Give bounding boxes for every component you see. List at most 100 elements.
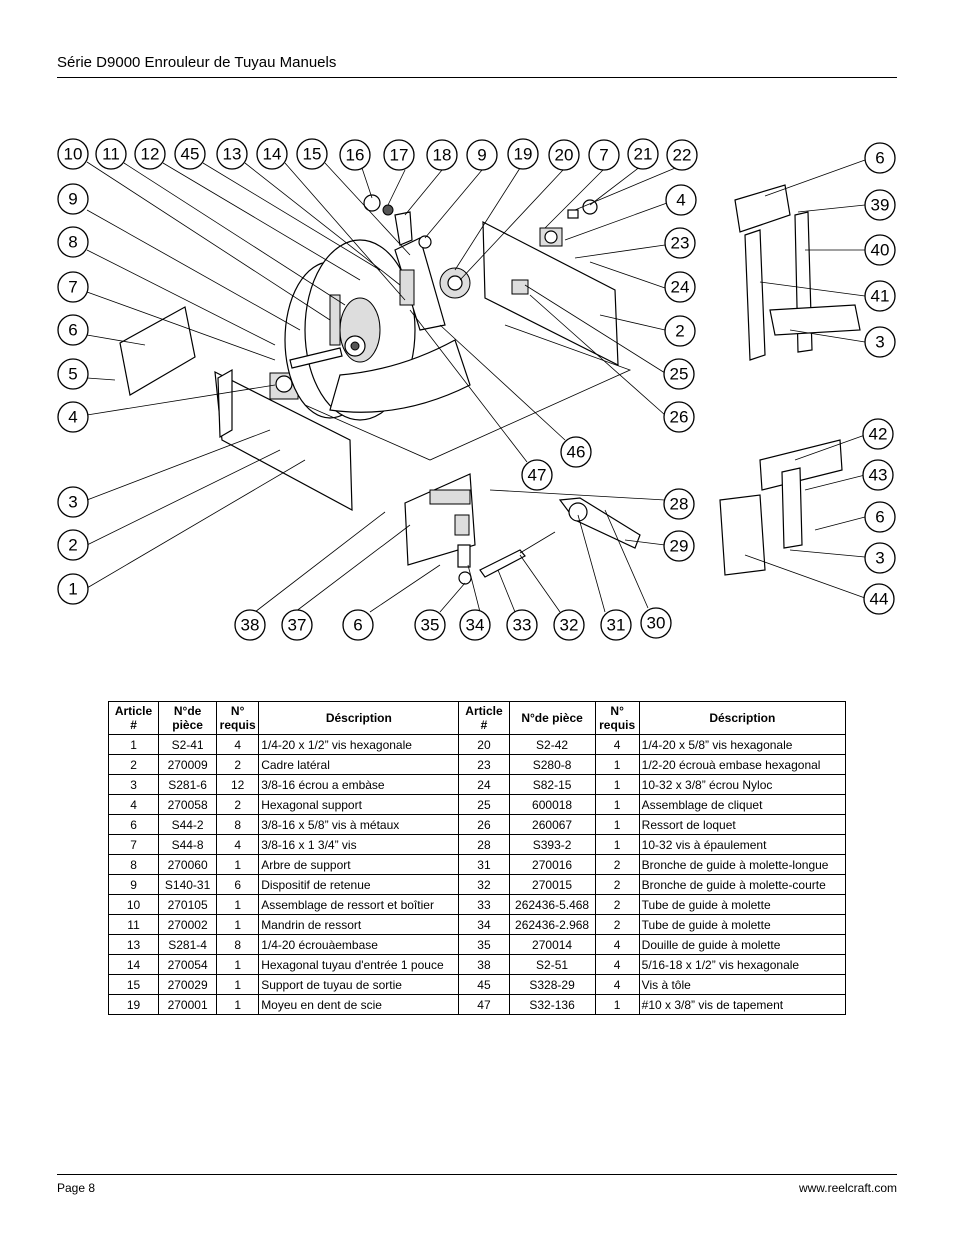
description-cell: Vis à tôle	[638, 974, 847, 995]
svg-text:16: 16	[346, 146, 365, 165]
drum-trough	[329, 339, 471, 413]
quantity-cell: 2	[594, 894, 640, 915]
svg-text:3: 3	[68, 493, 77, 512]
callout: 39	[864, 189, 896, 221]
article-number-cell: 28	[458, 834, 510, 855]
swivel-fitting-16	[363, 194, 381, 212]
svg-text:23: 23	[671, 234, 690, 253]
article-number-cell: 11	[107, 914, 160, 935]
callout: 10	[57, 138, 89, 170]
callout: 9	[57, 183, 89, 215]
callout: 17	[383, 139, 415, 171]
article-number-cell: 7	[107, 834, 160, 855]
elbow-fitting	[394, 211, 413, 246]
description-cell: 1/4-20 écrouàembase	[258, 934, 460, 955]
article-number-cell: 4	[107, 794, 160, 815]
article-number-cell: 13	[107, 934, 160, 955]
callout: 3	[864, 326, 896, 358]
table-header-row: Article # N°de pièce N° requis Déscripti…	[107, 701, 847, 735]
callout: 6	[57, 314, 89, 346]
svg-text:19: 19	[514, 145, 533, 164]
part-number-cell: 270014	[508, 934, 596, 955]
part-number-cell: S281-4	[158, 934, 218, 955]
quantity-cell: 1	[594, 834, 640, 855]
description-cell: Hexagonal support	[258, 794, 460, 815]
description-cell: Ressort de loquet	[638, 814, 847, 835]
svg-text:6: 6	[875, 149, 884, 168]
article-number-cell: 15	[107, 974, 160, 995]
description-cell: Hexagonal tuyau d'entrée 1 pouce	[258, 954, 460, 975]
header-article: Article #	[107, 701, 160, 735]
callout: 2	[664, 315, 696, 347]
part-number-cell: S32-136	[508, 994, 596, 1015]
part-number-cell: 260067	[508, 814, 596, 835]
svg-text:2: 2	[68, 536, 77, 555]
quantity-cell: 1	[216, 894, 260, 915]
svg-text:2: 2	[675, 322, 684, 341]
svg-text:18: 18	[433, 146, 452, 165]
quantity-cell: 1	[216, 994, 260, 1015]
description-cell: 5/16-18 x 1/2” vis hexagonale	[638, 954, 847, 975]
callout: 45	[174, 138, 206, 170]
website-link[interactable]: www.reelcraft.com	[798, 1181, 897, 1195]
callout: 32	[553, 609, 585, 641]
part-number-cell: 270105	[158, 894, 218, 915]
quantity-cell: 1	[216, 954, 260, 975]
part-number-cell: S281-6	[158, 774, 218, 795]
svg-text:29: 29	[670, 537, 689, 556]
callout: 43	[862, 459, 894, 491]
part-number-cell: S44-2	[158, 814, 218, 835]
description-cell: #10 x 3/8” vis de tapement	[638, 994, 847, 1015]
callout: 5	[57, 358, 89, 390]
quantity-cell: 4	[594, 954, 640, 975]
svg-text:10: 10	[64, 145, 83, 164]
callout: 47	[521, 459, 553, 491]
callout: 44	[863, 583, 895, 615]
svg-text:1: 1	[68, 580, 77, 599]
wall-mount-bottom	[759, 439, 843, 491]
quantity-cell: 1	[594, 774, 640, 795]
part-number-cell: S44-8	[158, 834, 218, 855]
callout: 35	[414, 609, 446, 641]
svg-text:6: 6	[68, 321, 77, 340]
header-quantity: N° requis	[594, 701, 640, 735]
callout: 18	[426, 139, 458, 171]
callout: 6	[864, 142, 896, 174]
quantity-cell: 2	[594, 854, 640, 875]
callout: 25	[663, 358, 695, 390]
callout: 19	[507, 138, 539, 170]
article-number-cell: 31	[458, 854, 510, 875]
svg-text:13: 13	[223, 145, 242, 164]
callout: 20	[548, 139, 580, 171]
description-cell: Assemblage de ressort et boîtier	[258, 894, 460, 915]
part-number-cell: 270060	[158, 854, 218, 875]
callout: 34	[459, 609, 491, 641]
article-number-cell: 26	[458, 814, 510, 835]
callout: 4	[665, 184, 697, 216]
svg-text:11: 11	[102, 145, 120, 164]
header-rule	[57, 77, 897, 78]
part-number-cell: S140-31	[158, 874, 218, 895]
callout: 15	[296, 138, 328, 170]
svg-text:31: 31	[607, 616, 626, 635]
axle-shaft	[289, 347, 343, 369]
callout: 12	[134, 138, 166, 170]
quantity-cell: 12	[216, 774, 260, 795]
svg-text:41: 41	[871, 287, 890, 306]
quantity-cell: 4	[216, 734, 260, 755]
svg-text:15: 15	[303, 145, 322, 164]
svg-text:12: 12	[141, 145, 160, 164]
svg-text:7: 7	[68, 278, 77, 297]
part-number-cell: 270002	[158, 914, 218, 935]
article-number-cell: 32	[458, 874, 510, 895]
description-cell: Tube de guide à molette	[638, 914, 847, 935]
callout: 3	[864, 542, 896, 574]
article-number-cell: 35	[458, 934, 510, 955]
quantity-cell: 2	[216, 754, 260, 775]
svg-text:4: 4	[676, 191, 685, 210]
